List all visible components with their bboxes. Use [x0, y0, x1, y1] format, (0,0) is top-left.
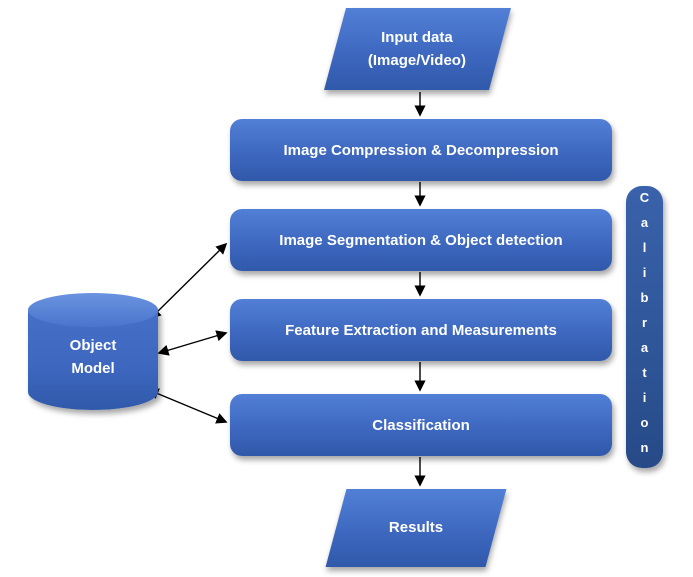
- node-classification: Classification: [230, 394, 612, 456]
- calibration-label: Calibration: [637, 189, 652, 465]
- segmentation-label: Image Segmentation & Object detection: [279, 231, 563, 249]
- results-label: Results: [388, 518, 444, 536]
- feature-extraction-label: Feature Extraction and Measurements: [285, 321, 557, 339]
- classification-label: Classification: [372, 416, 470, 434]
- compression-label: Image Compression & Decompression: [283, 141, 559, 159]
- node-calibration: Calibration: [626, 186, 663, 468]
- cylinder-top-ellipse: [28, 293, 158, 327]
- node-image-compression: Image Compression & Decompression: [230, 119, 612, 181]
- node-feature-extraction: Feature Extraction and Measurements: [230, 299, 612, 361]
- node-results: Results: [325, 489, 507, 567]
- node-image-segmentation: Image Segmentation & Object detection: [230, 209, 612, 271]
- arrow-objectmodel-classification: [147, 388, 228, 424]
- input-data-line2: (Image/Video): [368, 51, 467, 68]
- arrow-objectmodel-segmentation: [149, 242, 228, 320]
- object-model-label: Object Model: [28, 334, 158, 381]
- input-data-line1: Input data: [381, 28, 454, 46]
- arrow-objectmodel-feature: [157, 330, 228, 356]
- node-input-data: Input data (Image/Video): [324, 8, 511, 90]
- object-model-line1: Object: [69, 337, 117, 354]
- object-model-line2: Model: [71, 360, 115, 378]
